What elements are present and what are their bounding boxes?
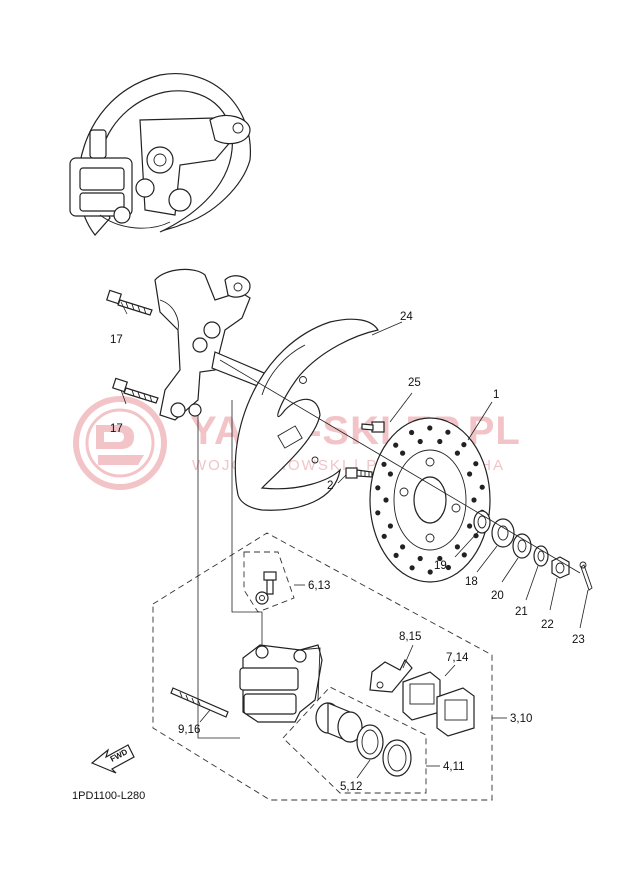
callout-6-13: 6,13 xyxy=(308,580,330,592)
bolt-25 xyxy=(361,421,385,433)
callout-24: 24 xyxy=(400,311,413,323)
watermark-logo xyxy=(73,396,167,490)
disc-vent-hole xyxy=(383,497,389,503)
disc-vent-hole xyxy=(445,429,451,435)
disc-vent-hole xyxy=(454,450,460,456)
disc-vent-hole xyxy=(387,471,393,477)
brake-pads xyxy=(402,671,475,737)
callout-8-15: 8,15 xyxy=(399,631,421,643)
disc-vent-hole xyxy=(467,471,473,477)
callout-19: 19 xyxy=(434,560,447,572)
disc-vent-hole xyxy=(375,510,381,516)
castle-nut-22 xyxy=(551,556,570,579)
caliper-assembly-box xyxy=(152,532,493,801)
disc-vent-hole xyxy=(461,442,467,448)
disc-vent-hole xyxy=(473,533,479,539)
leader-lines xyxy=(120,301,589,779)
callout-2: 2 xyxy=(327,480,333,492)
disc-vent-hole xyxy=(479,484,485,490)
piston-seal-box xyxy=(282,686,427,794)
callout-22: 22 xyxy=(541,619,554,631)
diagram-code: 1PD1100-L280 xyxy=(72,790,145,802)
pad-spring xyxy=(369,658,413,693)
dust-seal-ring xyxy=(382,739,412,777)
caliper-piston xyxy=(315,702,363,743)
callout-25: 25 xyxy=(408,377,421,389)
brake-disc xyxy=(369,417,491,583)
disc-vent-hole xyxy=(461,552,467,558)
disc-vent-hole xyxy=(437,555,443,562)
callout-5-12: 5,12 xyxy=(340,781,362,793)
callout-23: 23 xyxy=(572,634,585,646)
callout-21: 21 xyxy=(515,606,528,618)
disc-vent-hole xyxy=(393,442,399,448)
disc-vent-hole xyxy=(381,461,387,467)
disc-vent-hole xyxy=(393,552,399,559)
disc-vent-hole xyxy=(437,438,443,445)
disc-vent-hole xyxy=(375,485,381,491)
washer-21 xyxy=(533,545,549,567)
callout-17-upper: 17 xyxy=(110,334,123,346)
callout-labels: 24 17 17 25 1 2 19 18 20 21 22 23 6,13 8… xyxy=(110,311,585,793)
disc-vent-hole xyxy=(400,544,406,550)
assembled-brake-view xyxy=(69,73,251,236)
disc-vent-hole xyxy=(387,523,393,529)
hose-fitting xyxy=(255,571,277,605)
disc-vent-holes xyxy=(375,425,485,575)
disc-vent-hole xyxy=(381,533,387,539)
hose-fitting-box xyxy=(243,551,295,613)
brake-caliper xyxy=(239,644,323,723)
piston-seal-ring xyxy=(356,724,384,760)
disc-vent-hole xyxy=(427,569,433,575)
callout-4-11: 4,11 xyxy=(443,761,465,773)
caliper-pin xyxy=(170,687,229,718)
callout-18: 18 xyxy=(465,576,478,588)
callout-17-lower: 17 xyxy=(110,423,123,435)
callout-9-16: 9,16 xyxy=(178,724,200,736)
washer-19 xyxy=(473,510,491,534)
bolt-17-lower xyxy=(111,377,159,404)
disc-vent-hole xyxy=(417,438,423,445)
spacer-20 xyxy=(512,533,532,559)
callout-3-10: 3,10 xyxy=(510,713,532,725)
disc-vent-hole xyxy=(409,429,415,436)
bearing-18 xyxy=(491,518,515,548)
cotter-pin-23 xyxy=(579,561,593,591)
disc-vent-hole xyxy=(445,564,451,571)
fwd-arrow-icon: FWD xyxy=(90,744,135,774)
disc-vent-hole xyxy=(400,450,406,456)
bolt-17-upper xyxy=(105,289,153,316)
callout-7-14: 7,14 xyxy=(446,652,469,664)
disc-vent-hole xyxy=(473,461,479,467)
callout-20: 20 xyxy=(491,590,504,602)
callout-1: 1 xyxy=(493,389,499,401)
disc-vent-hole xyxy=(409,565,415,571)
disc-vent-hole xyxy=(467,523,473,529)
disc-vent-hole xyxy=(454,544,460,550)
disc-vent-hole xyxy=(417,555,423,562)
disc-vent-hole xyxy=(471,497,477,503)
disc-vent-hole xyxy=(427,425,433,431)
